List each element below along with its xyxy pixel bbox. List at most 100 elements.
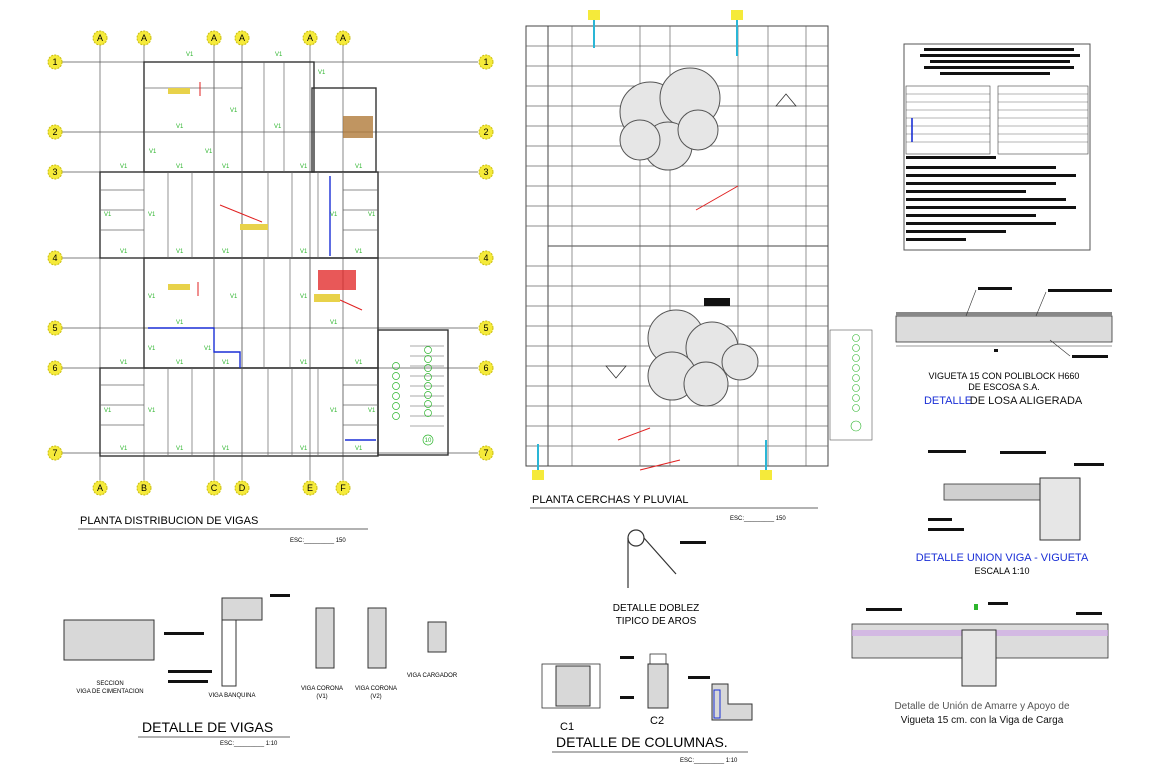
beam-label: V1 <box>104 408 112 414</box>
beam-label: V1 <box>148 294 156 300</box>
beam-label: V1 <box>300 249 308 255</box>
grid-row-label: 2 <box>483 127 488 137</box>
cargador-label: VIGA CARGADOR <box>407 673 458 679</box>
slab-title-b: DE LOSA ALIGERADA <box>970 395 1083 407</box>
beam-joist-union-detail: DETALLE UNION VIGA - VIGUETA ESCALA 1:10 <box>916 450 1104 576</box>
slab-caption-1: VIGUETA 15 CON POLIBLOCK H660 <box>929 371 1080 381</box>
grid-row-label: 5 <box>52 323 57 333</box>
beam-label: V1 <box>104 212 112 218</box>
beam-label: V1 <box>222 164 230 170</box>
column-c2-label: C2 <box>650 715 664 727</box>
bend-caption-1: DETALLE DOBLEZ <box>613 603 700 614</box>
beam-label: V1 <box>368 408 376 414</box>
beam-details-scale: ESC:_________ 1:10 <box>220 741 278 747</box>
corona-v1-label: VIGA CORONA <box>301 686 343 692</box>
truss-plan-scale: ESC:_________ 150 <box>730 516 786 522</box>
corona-v1-code: (V1) <box>316 694 327 700</box>
beam-label: V1 <box>148 212 156 218</box>
beam-label: V1 <box>275 52 283 58</box>
beam-label: V1 <box>186 52 194 58</box>
tree-canopy-top <box>619 67 721 171</box>
grid-bubbles-bottom: A B C D E F <box>92 480 351 496</box>
grid-column-label: C <box>211 483 218 493</box>
beam-label: V1 <box>148 346 156 352</box>
grid-column-label: A <box>211 33 217 43</box>
beam-label: V1 <box>355 249 363 255</box>
hook-bend-detail: DETALLE DOBLEZ TIPICO DE AROS <box>613 529 706 627</box>
beam-label: V1 <box>176 164 184 170</box>
beam-label: V1 <box>148 408 156 414</box>
beam-label: V1 <box>330 320 338 326</box>
beam-label: V1 <box>300 360 308 366</box>
beam-label: V1 <box>120 164 128 170</box>
beam-label: V1 <box>300 164 308 170</box>
grid-column-label: A <box>307 33 313 43</box>
beam-label: V1 <box>204 346 212 352</box>
slab-caption-2: DE ESCOSA S.A. <box>968 382 1040 392</box>
beam-label: V1 <box>355 360 363 366</box>
beam-label: V1 <box>222 360 230 366</box>
foundation-section-2: VIGA DE CIMENTACION <box>76 689 143 695</box>
beam-labels: V1 V1 V1 V1 V1 V1 V1 V1 V1 V1 V1 V1 V1 V… <box>104 52 376 452</box>
beam-label: V1 <box>222 446 230 452</box>
beam-label: V1 <box>230 294 238 300</box>
grid-bubbles-right: 1 2 3 4 5 6 7 <box>478 54 494 461</box>
grid-row-label: 3 <box>52 167 57 177</box>
grid-row-label: 3 <box>483 167 488 177</box>
beam-label: V1 <box>300 294 308 300</box>
column-details: C1 C2 DETALLE DE COLUMNAS. ESC:_________… <box>541 653 753 764</box>
column-c1-label: C1 <box>560 721 574 733</box>
grid-row-label: 2 <box>52 127 57 137</box>
grid-row-label: 4 <box>52 253 57 263</box>
anchor-support-detail: Detalle de Unión de Amarre y Apoyo de Vi… <box>851 602 1109 726</box>
beam-label: V1 <box>149 149 157 155</box>
beam-label: V1 <box>205 149 213 155</box>
grid-row-label: 6 <box>52 363 57 373</box>
beam-label: V1 <box>176 249 184 255</box>
corona-v2-code: (V2) <box>370 694 381 700</box>
grid-column-label: A <box>340 33 346 43</box>
notes-table-block <box>903 43 1091 251</box>
beam-label: V1 <box>355 446 363 452</box>
column-details-scale: ESC:_________ 1:10 <box>680 758 738 764</box>
tree-canopy-bottom <box>647 309 759 407</box>
truss-plan-title: PLANTA CERCHAS Y PLUVIAL <box>532 494 689 506</box>
grid-column-label: A <box>239 33 245 43</box>
beam-label: V1 <box>176 446 184 452</box>
grid-row-label: 5 <box>483 323 488 333</box>
grid-column-label: A <box>97 33 103 43</box>
beam-label: V1 <box>368 212 376 218</box>
grid-bubbles-top: A A A A A A <box>92 30 351 46</box>
anchor-caption-2: Vigueta 15 cm. con la Viga de Carga <box>901 715 1064 726</box>
beam-plan-scale: ESC:_________ 150 <box>290 538 346 544</box>
grid-row-label: 1 <box>52 57 57 67</box>
beam-label: V1 <box>120 446 128 452</box>
anchor-caption-1: Detalle de Unión de Amarre y Apoyo de <box>894 701 1070 712</box>
grid-column-label: B <box>141 483 147 493</box>
beam-label: V1 <box>300 446 308 452</box>
bend-caption-2: TIPICO DE AROS <box>616 616 697 627</box>
beam-label: V1 <box>176 360 184 366</box>
slab-title-a: DETALLE <box>924 395 972 407</box>
beam-plan-title: PLANTA DISTRIBUCION DE VIGAS <box>80 515 258 527</box>
beam-label: V1 <box>120 249 128 255</box>
beam-label: V1 <box>230 108 238 114</box>
grid-row-label: 7 <box>483 448 488 458</box>
beam-label: V1 <box>120 360 128 366</box>
beam-details: SECCION VIGA DE CIMENTACION VIGA BANQUIN… <box>63 594 458 747</box>
truss-and-drainage-plan: PLANTA CERCHAS Y PLUVIAL ESC:_________ 1… <box>525 10 873 522</box>
beam-label: V1 <box>355 164 363 170</box>
column-details-title: DETALLE DE COLUMNAS. <box>556 734 728 750</box>
corona-v2-label: VIGA CORONA <box>355 686 397 692</box>
grid-column-label: A <box>141 33 147 43</box>
beam-label: V1 <box>318 70 326 76</box>
grid-column-label: E <box>307 483 313 493</box>
grid-row-label: 4 <box>483 253 488 263</box>
grid-bubbles-left: 1 2 3 4 5 6 7 <box>47 54 63 461</box>
slab-detail: VIGUETA 15 CON POLIBLOCK H660 DE ESCOSA … <box>895 287 1113 407</box>
grid-column-label: A <box>97 483 103 493</box>
beam-label: V1 <box>274 124 282 130</box>
stair-number: 10 <box>425 438 432 444</box>
beam-distribution-plan: 10 V1 V1 V1 V1 V1 V1 V1 V1 V1 V1 V1 V1 V… <box>47 30 494 544</box>
